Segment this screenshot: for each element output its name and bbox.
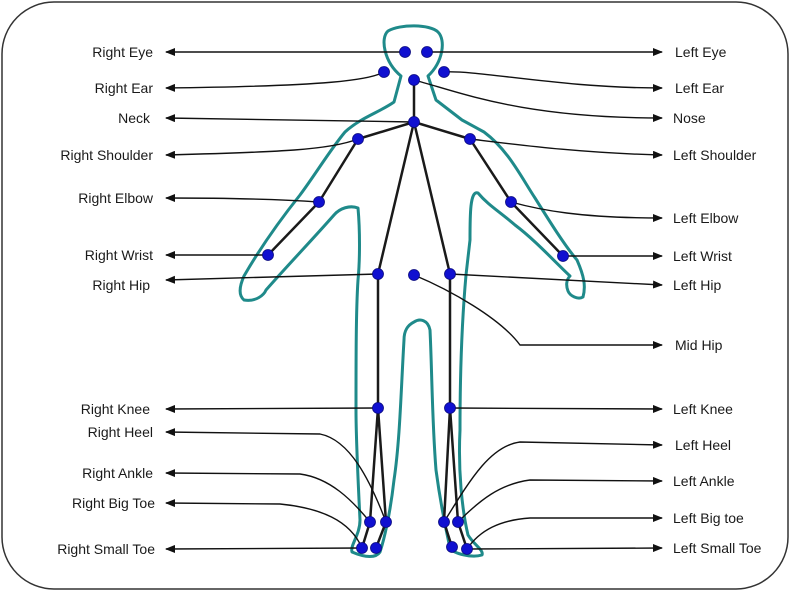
joint-right-shoulder	[353, 134, 364, 145]
label-nose: Nose	[673, 110, 706, 126]
label-right-knee: Right Knee	[81, 401, 150, 417]
bone-right-shin-a	[370, 408, 378, 522]
joint-left-small-toe	[462, 544, 473, 555]
connector-left-knee	[450, 408, 662, 409]
connector-right-knee	[166, 408, 378, 409]
joint-left-heel	[453, 517, 464, 528]
joint-left-wrist	[558, 251, 569, 262]
joint-left-elbow	[506, 197, 517, 208]
label-neck: Neck	[118, 110, 151, 126]
skeleton	[268, 80, 563, 549]
joint-left-ankle	[439, 517, 450, 528]
connector-right-hip	[166, 274, 378, 280]
joint-right-knee	[373, 403, 384, 414]
joint-right-eye	[400, 47, 411, 58]
joint-right-heel	[381, 517, 392, 528]
label-left-knee: Left Knee	[673, 401, 733, 417]
joint-left-big-toe	[447, 542, 458, 553]
bone-neck-right-shoulder	[358, 122, 414, 139]
label-left-hip: Left Hip	[673, 277, 721, 293]
label-left-elbow: Left Elbow	[673, 210, 739, 226]
label-left-shoulder: Left Shoulder	[673, 147, 757, 163]
connector-left-hip	[450, 274, 662, 285]
label-mid-hip: Mid Hip	[675, 337, 723, 353]
bone-neck-left-hip	[414, 122, 450, 274]
body-silhouette	[240, 26, 584, 557]
joint-right-ankle	[365, 517, 376, 528]
label-right-ankle: Right Ankle	[82, 465, 153, 481]
label-left-small-toe: Left Small Toe	[673, 540, 762, 556]
joint-right-hip	[373, 269, 384, 280]
bone-neck-right-hip	[378, 122, 414, 274]
label-right-shoulder: Right Shoulder	[60, 147, 153, 163]
connector-left-elbow	[511, 202, 662, 218]
connector-left-heel	[444, 442, 662, 522]
connector-right-heel	[166, 432, 386, 522]
bone-right-upper-arm	[319, 139, 358, 202]
bone-left-shin-a	[444, 408, 450, 522]
label-left-big-toe: Left Big toe	[673, 510, 744, 526]
connector-right-ankle	[166, 473, 370, 522]
connector-left-ear	[444, 72, 662, 88]
labels-left: Left Eye Left Ear Nose Left Shoulder Lef…	[673, 44, 762, 556]
connector-left-ankle	[458, 480, 662, 522]
label-right-hip: Right Hip	[92, 277, 150, 293]
joint-neck	[409, 117, 420, 128]
connector-neck	[166, 118, 414, 122]
joint-left-hip	[445, 269, 456, 280]
labels-right: Right Eye Right Ear Neck Right Shoulder …	[57, 44, 155, 557]
joint-left-knee	[445, 403, 456, 414]
joint-right-ear	[379, 67, 390, 78]
label-right-elbow: Right Elbow	[78, 190, 154, 206]
joint-right-elbow	[314, 197, 325, 208]
joint-left-eye	[422, 47, 433, 58]
label-right-small-toe: Right Small Toe	[57, 541, 155, 557]
label-right-heel: Right Heel	[88, 424, 153, 440]
connector-left-big-toe	[467, 518, 662, 549]
joint-right-big-toe	[371, 543, 382, 554]
joints	[263, 47, 569, 555]
label-left-eye: Left Eye	[675, 44, 727, 60]
joint-left-shoulder	[465, 134, 476, 145]
joint-right-small-toe	[357, 543, 368, 554]
label-right-ear: Right Ear	[95, 80, 154, 96]
label-right-eye: Right Eye	[92, 44, 153, 60]
label-left-ankle: Left Ankle	[673, 473, 735, 489]
bone-neck-left-shoulder	[414, 122, 470, 139]
connector-right-small-toe	[166, 548, 362, 549]
joint-mid-hip	[409, 270, 420, 281]
connector-right-big-toe	[166, 503, 362, 548]
joint-nose	[409, 75, 420, 86]
label-left-heel: Left Heel	[675, 437, 731, 453]
connector-left-small-toe	[467, 548, 662, 549]
joint-right-wrist	[263, 250, 274, 261]
joint-left-ear	[439, 67, 450, 78]
label-left-ear: Left Ear	[675, 80, 724, 96]
connector-right-ear	[166, 72, 384, 88]
label-left-wrist: Left Wrist	[673, 248, 732, 264]
label-right-wrist: Right Wrist	[85, 247, 153, 263]
label-right-big-toe: Right Big Toe	[72, 495, 155, 511]
